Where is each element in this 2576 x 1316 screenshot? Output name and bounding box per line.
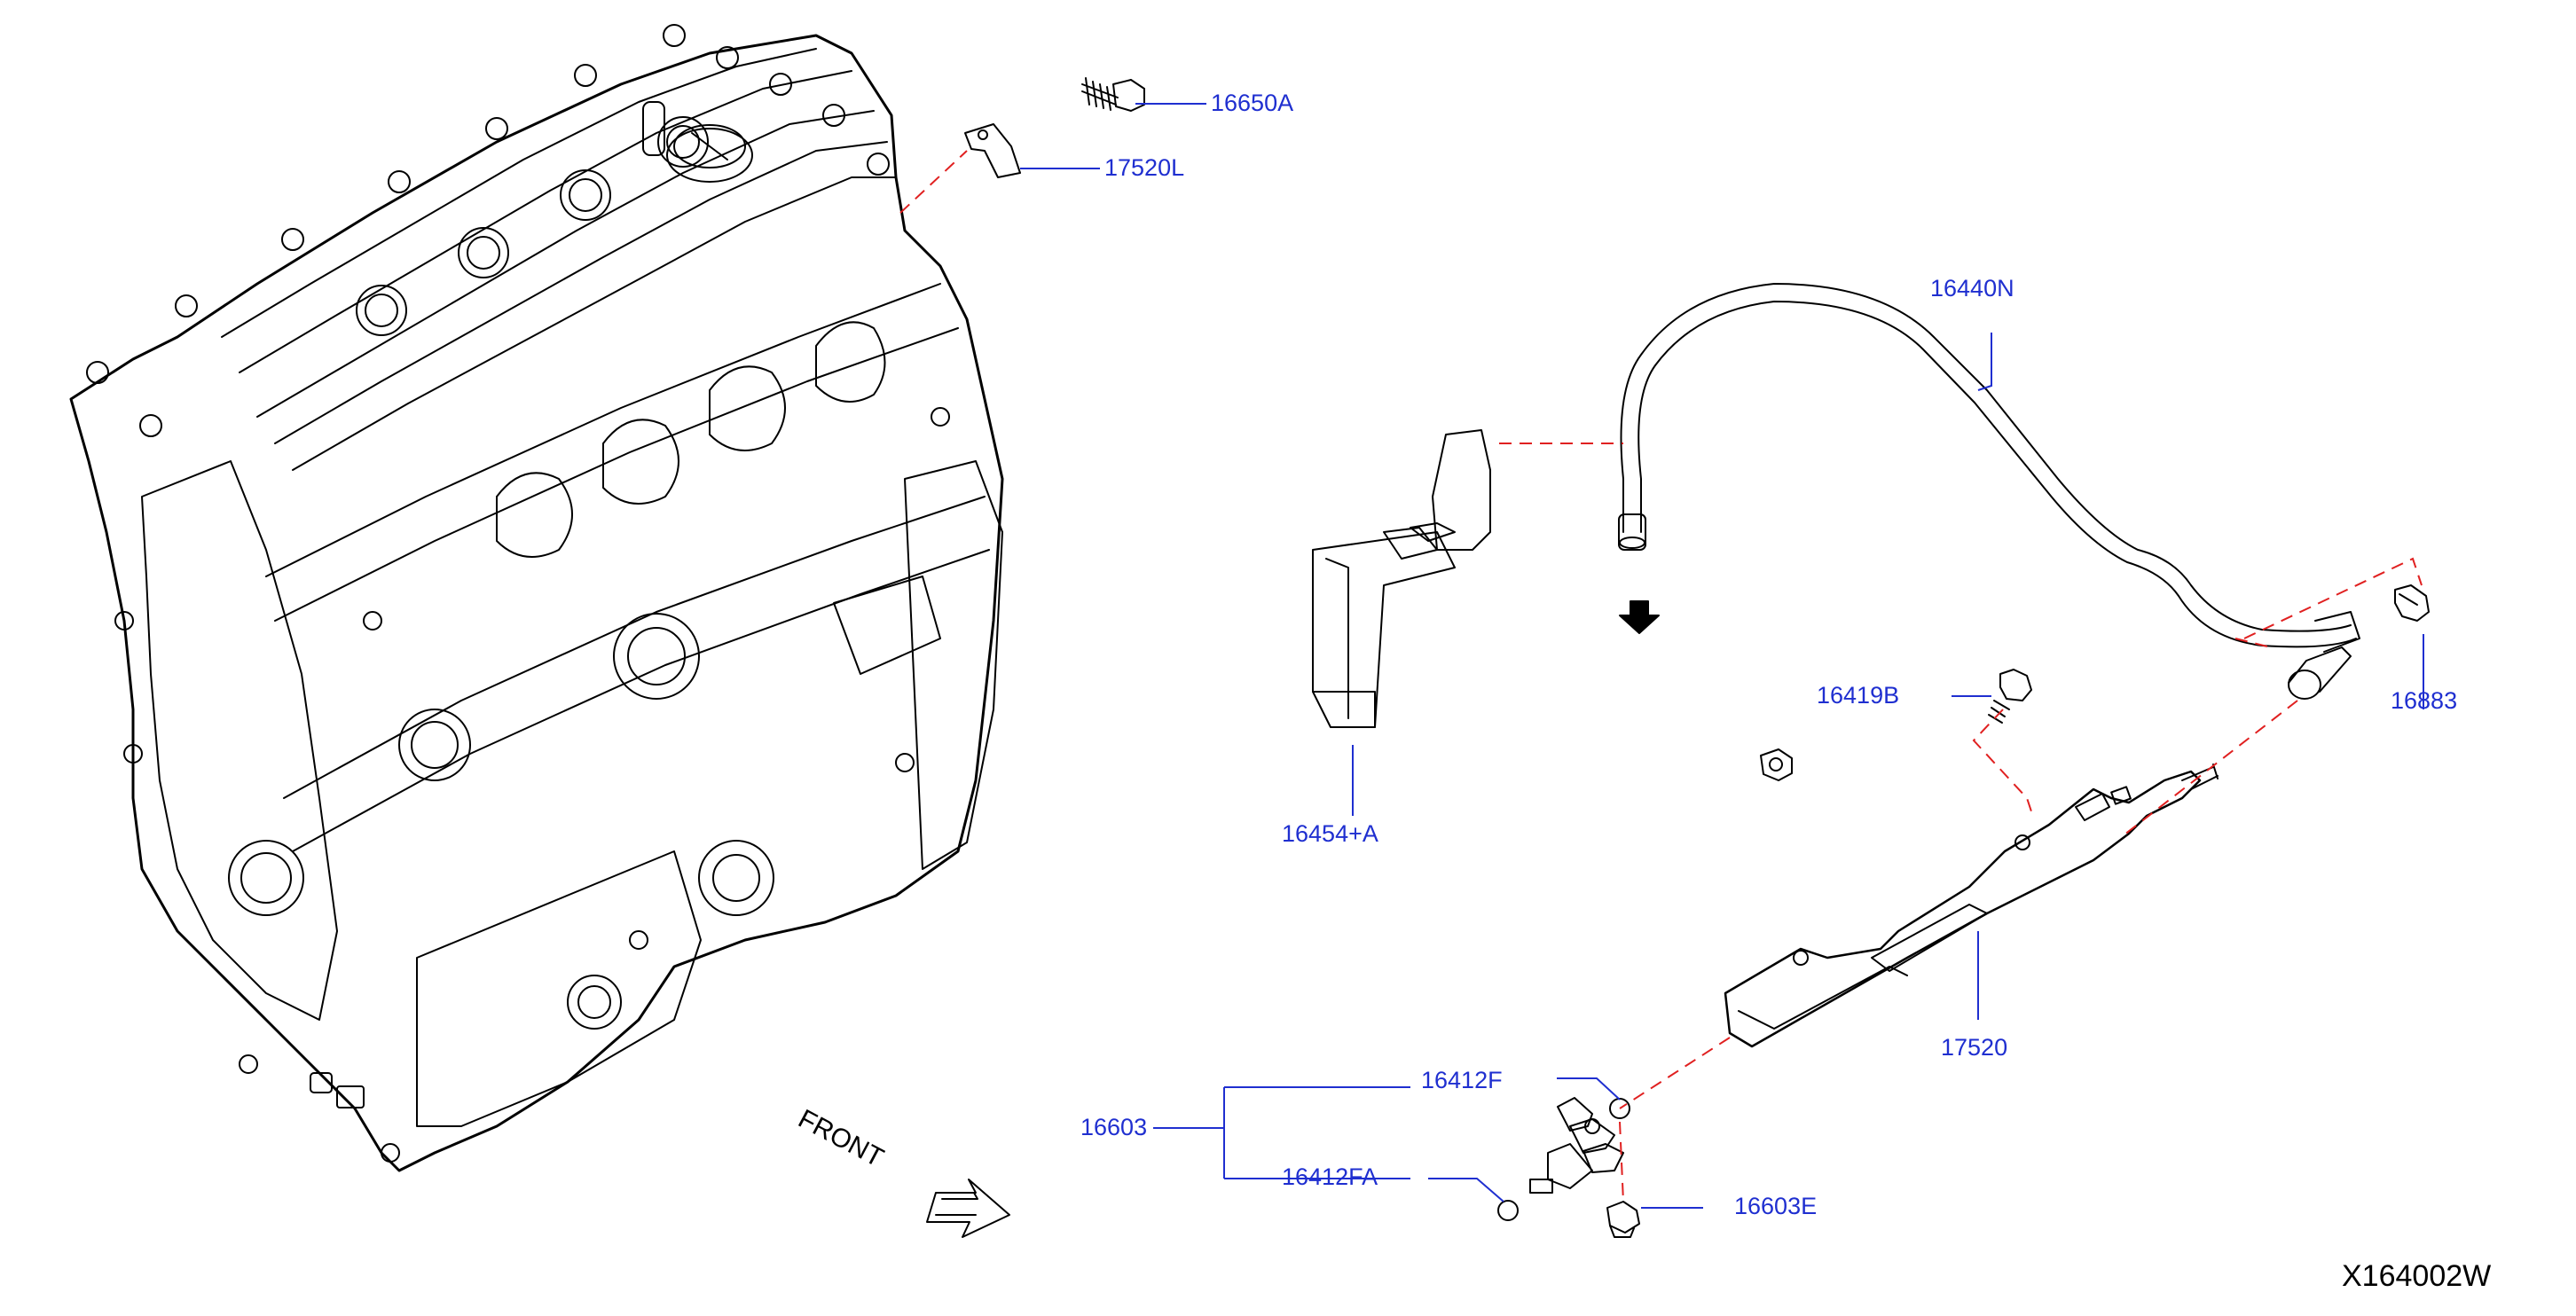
leader-lines bbox=[1020, 103, 2424, 1209]
bolt-16650A-drawing bbox=[1081, 77, 1145, 112]
hose-holder-16454A-drawing bbox=[1312, 429, 1491, 728]
callout-17520L[interactable]: 17520L bbox=[1104, 154, 1185, 181]
fuel-rail-17520-drawing bbox=[1724, 764, 2219, 1048]
callout-16412F[interactable]: 16412F bbox=[1421, 1067, 1503, 1093]
clip-16883-drawing bbox=[2394, 584, 2430, 622]
callout-16419B[interactable]: 16419B bbox=[1817, 682, 1900, 709]
callout-17520[interactable]: 17520 bbox=[1941, 1034, 2008, 1061]
nut-drawing bbox=[1760, 748, 1793, 781]
front-direction-arrow bbox=[926, 1179, 1010, 1238]
callout-16883[interactable]: 16883 bbox=[2391, 687, 2458, 714]
bolt-16419B-drawing bbox=[1988, 669, 2032, 724]
injector-clip-16603E-drawing bbox=[1606, 1201, 1640, 1238]
callout-16412FA[interactable]: 16412FA bbox=[1282, 1163, 1378, 1190]
fuel-tube-bracket-17520L-drawing bbox=[964, 123, 1021, 178]
fuel-hose-16440N-drawing bbox=[1618, 283, 2360, 700]
callout-16603E[interactable]: 16603E bbox=[1734, 1193, 1818, 1219]
engine-block-drawing bbox=[69, 24, 1004, 1172]
o-ring-16412FA-drawing bbox=[1497, 1200, 1519, 1221]
callout-16440N[interactable]: 16440N bbox=[1930, 275, 2014, 302]
callout-16454-A[interactable]: 16454+A bbox=[1282, 820, 1378, 847]
fuel-injector-16603-drawing bbox=[1529, 1097, 1624, 1194]
diagram-code: X164002W bbox=[2342, 1259, 2492, 1293]
connection-lines bbox=[899, 150, 2423, 1202]
callout-16603[interactable]: 16603 bbox=[1080, 1114, 1148, 1140]
direction-arrow-icon bbox=[1619, 600, 1660, 634]
callout-16650A[interactable]: 16650A bbox=[1211, 90, 1294, 116]
